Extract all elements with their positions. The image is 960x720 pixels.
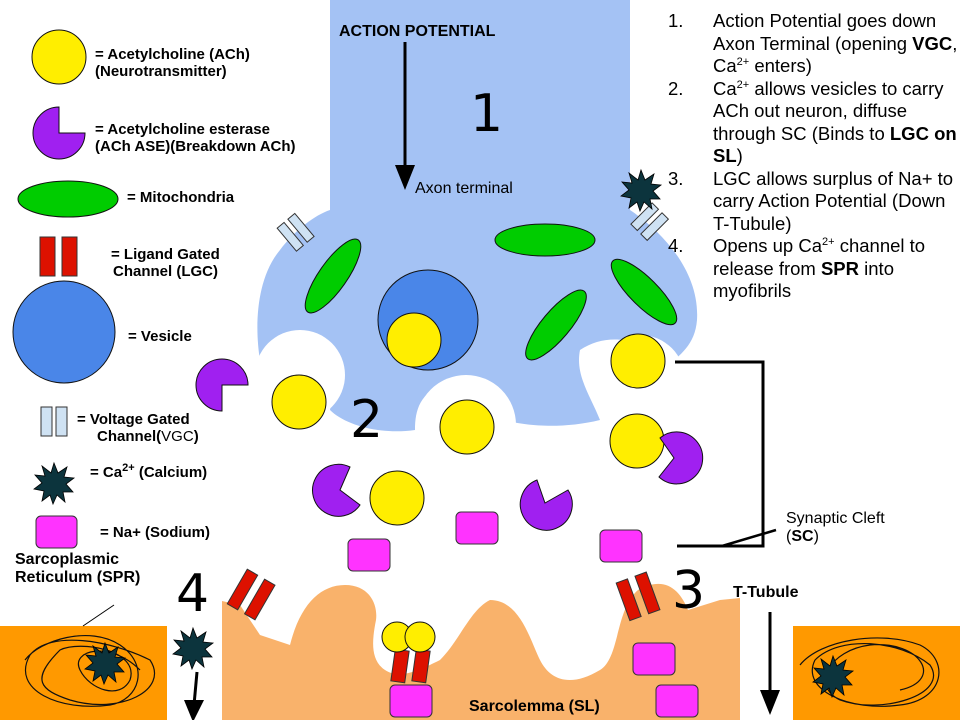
legend-esterase: = Acetylcholine esterase(ACh ASE)(Breakd… <box>95 121 296 156</box>
axon-terminal <box>257 0 698 432</box>
mitochondria-group <box>304 223 678 361</box>
steps-list: 1. Action Potential goes down Axon Termin… <box>668 10 958 303</box>
sarcolemma-label: Sarcolemma (SL) <box>469 698 600 715</box>
stage-number-1: 1 <box>470 84 504 144</box>
action-potential-title: ACTION POTENTIAL <box>339 23 496 40</box>
step-item: 4. Opens up Ca2+ channel to release from … <box>668 235 958 303</box>
synaptic-cleft-label: Synaptic Cleft (SC) <box>786 510 885 546</box>
acetylcholine-in-vesicle <box>386 312 442 368</box>
acetylcholine <box>439 399 495 455</box>
step-text: Action Potential goes down Axon Terminal… <box>713 10 958 76</box>
legend-voltage-channel: = Voltage Gated Channel(VGC) <box>77 411 199 446</box>
acetylcholine-bound <box>404 621 436 653</box>
sodium <box>455 511 499 545</box>
action-potential-arrow <box>395 42 415 190</box>
axon-terminal-label: Axon terminal <box>415 180 513 197</box>
calcium-release-arrow <box>184 671 204 720</box>
calcium-icon <box>172 626 215 671</box>
acetylcholine-group <box>271 333 666 526</box>
legend-acetylcholine-icon <box>31 29 87 85</box>
step-text: LGC allows surplus of Na+ to carry Actio… <box>713 167 954 234</box>
step-text: Ca2+ allows vesicles to carry ACh out ne… <box>713 77 957 167</box>
step-item: 2. Ca2+ allows vesicles to carry ACh out … <box>668 78 958 168</box>
mitochondrion <box>610 258 678 326</box>
synaptic-cleft-bracket <box>675 360 777 548</box>
legend-esterase-icon <box>32 106 86 160</box>
step-number: 3. <box>668 167 684 189</box>
stage-number-3: 3 <box>672 561 706 621</box>
step-number: 2. <box>668 77 684 99</box>
sodium <box>599 529 643 563</box>
legend-mitochondria: = Mitochondria <box>127 189 235 206</box>
legend-vesicle: = Vesicle <box>128 328 192 345</box>
t-tubule-arrow <box>760 612 780 715</box>
spr-label: Sarcoplasmic Reticulum (SPR) <box>15 551 141 587</box>
spr-left <box>0 626 167 720</box>
voltage-gated-channel-right <box>630 202 670 242</box>
legend-voltage-channel-icon <box>40 406 68 437</box>
sodium-group <box>347 511 643 572</box>
legend-sodium-icon <box>35 515 78 549</box>
esterase-group <box>195 358 704 531</box>
mitochondrion <box>494 223 596 257</box>
legend-ligand-channel-icon <box>39 236 78 277</box>
sodium <box>389 684 433 718</box>
step-number: 1. <box>668 10 684 31</box>
ligand-gated-channel-bound <box>381 621 436 684</box>
acetylcholine <box>610 333 666 389</box>
legend-sodium: = Na+ (Sodium) <box>100 524 211 541</box>
step-item: 3. LGC allows surplus of Na+ to carry Act… <box>668 168 958 236</box>
legend-calcium: = Ca2+ (Calcium) <box>90 462 208 482</box>
acetylcholine-esterase <box>658 431 704 485</box>
ligand-gated-channel-right <box>615 571 661 622</box>
calcium-icon <box>812 654 855 699</box>
spr-pointer-line <box>82 604 115 627</box>
legend-acetylcholine: = Acetylcholine (ACh)(Neurotransmitter) <box>95 46 250 81</box>
stage-number-4: 4 <box>176 564 210 624</box>
step-item: 1. Action Potential goes down Axon Termin… <box>668 10 958 78</box>
step-text: Opens up Ca2+ channel to release from SP… <box>713 235 926 301</box>
spr-right <box>793 626 960 720</box>
acetylcholine <box>609 413 665 469</box>
acetylcholine-esterase <box>519 479 573 531</box>
sodium <box>655 684 699 718</box>
legend-calcium-icon <box>33 461 76 506</box>
sodium-muscle-group <box>389 642 699 718</box>
ligand-gated-channel-left <box>226 568 276 621</box>
stage-number-2: 2 <box>350 390 384 450</box>
acetylcholine <box>369 470 425 526</box>
acetylcholine-esterase <box>312 463 361 517</box>
sarcolemma <box>222 583 740 720</box>
legend-vesicle-icon <box>12 280 116 384</box>
step-number: 4. <box>668 235 684 256</box>
legend-mitochondria-icon <box>17 180 119 218</box>
calcium-icon <box>620 168 663 213</box>
acetylcholine-esterase <box>195 358 249 412</box>
sodium <box>347 538 391 572</box>
t-tubule-label: T-Tubule <box>733 584 799 601</box>
mitochondrion <box>304 238 362 314</box>
calcium-icon <box>84 641 127 686</box>
voltage-gated-channel-left <box>276 212 315 252</box>
mitochondrion <box>525 289 587 361</box>
acetylcholine <box>271 374 327 430</box>
sodium <box>632 642 676 676</box>
